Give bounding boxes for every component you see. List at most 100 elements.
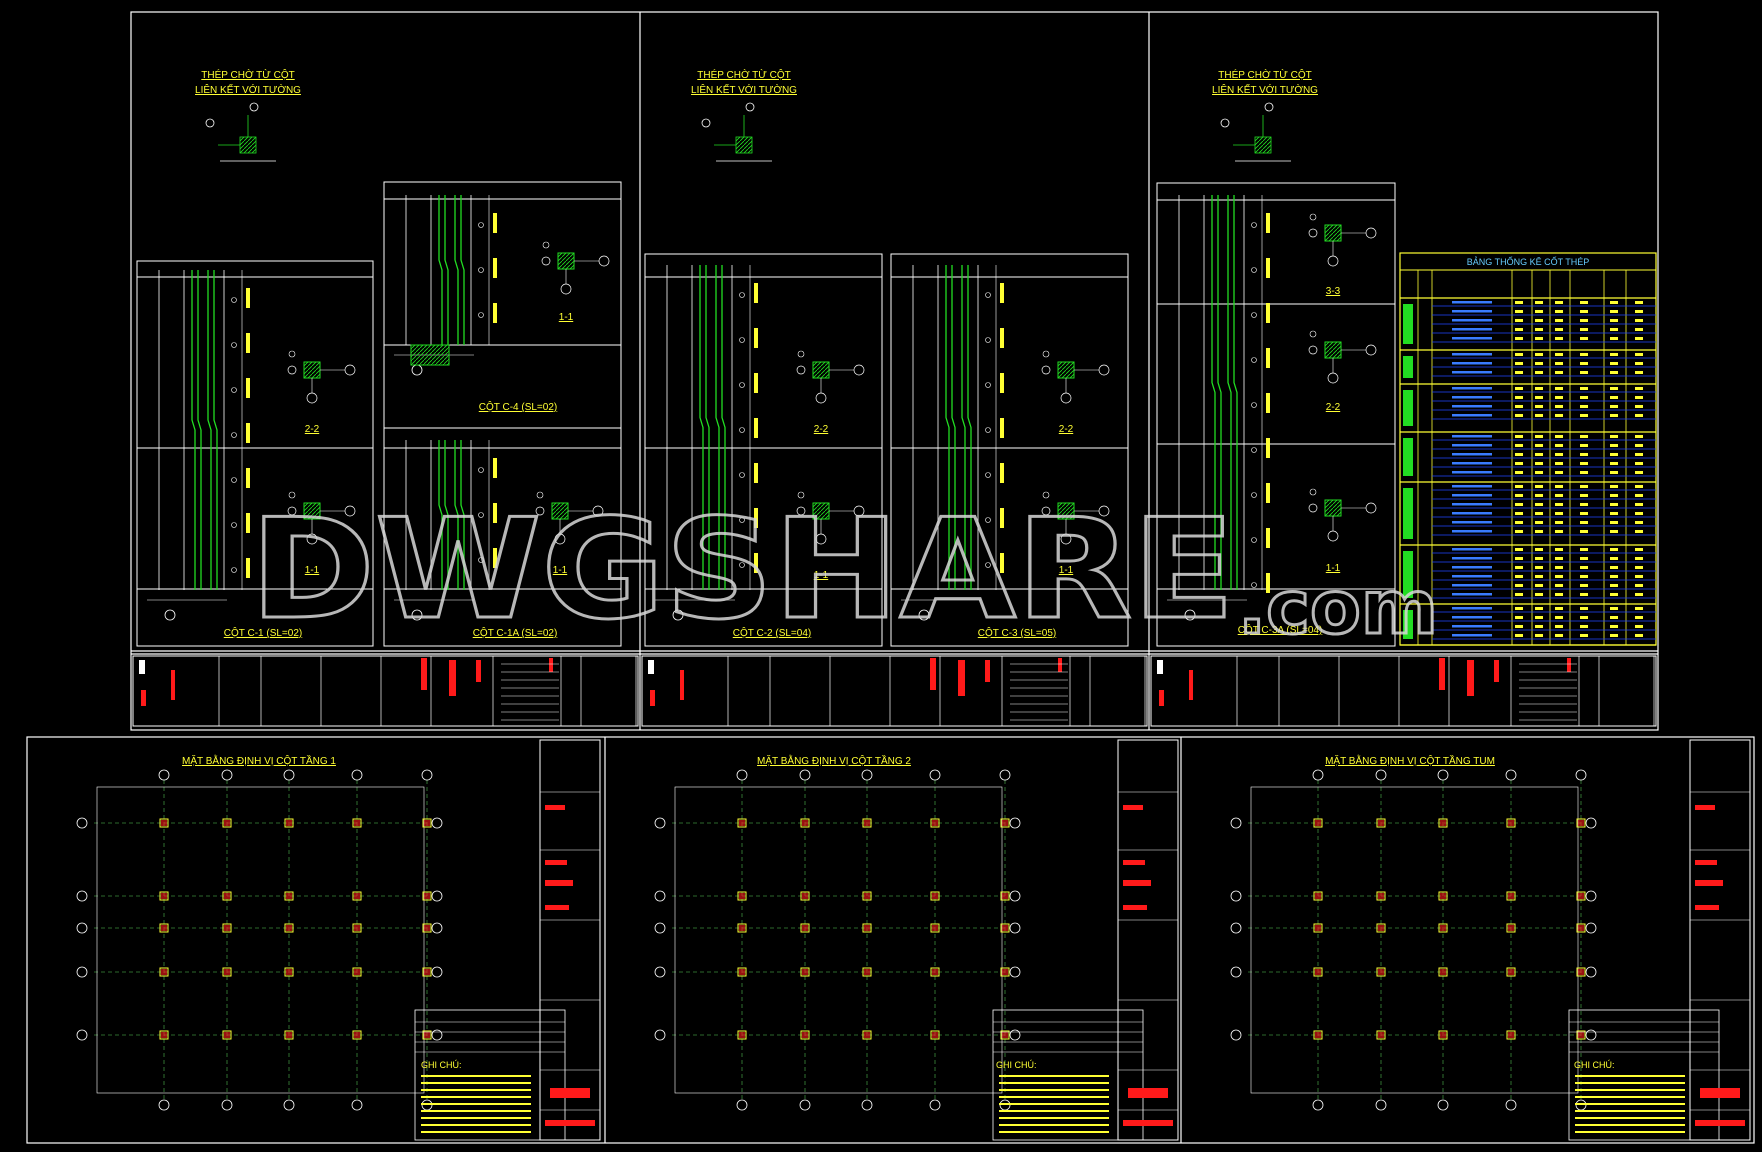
grid-bubble — [164, 609, 176, 621]
sheet3-header: THÉP CHỜ TỪ CỘT LIÊN KẾT VỚI TƯỜNG — [1212, 68, 1318, 96]
grid-bubble — [1505, 769, 1517, 781]
red-text-mark — [171, 670, 175, 700]
table-value — [1535, 371, 1543, 374]
table-value — [1635, 494, 1643, 497]
column-marker — [930, 1030, 940, 1040]
table-value — [1610, 557, 1618, 560]
shape-sketch — [1452, 512, 1492, 515]
column-marker — [1438, 1030, 1448, 1040]
sheet1-header: THÉP CHỜ TỪ CỘT LIÊN KẾT VỚI TƯỜNG — [195, 68, 301, 96]
column-fill — [354, 969, 360, 975]
dimension-tick — [739, 427, 745, 433]
group-label-block — [1403, 610, 1413, 639]
table-body — [1400, 269, 1656, 646]
section-bubble — [1327, 530, 1339, 542]
dimension-text-mark — [246, 468, 250, 488]
table-value — [1580, 503, 1588, 506]
column-marker — [737, 1030, 747, 1040]
shape-sketch — [1452, 530, 1492, 533]
floor-plan — [1230, 739, 1751, 1141]
column-marker — [737, 923, 747, 933]
dimension-text-mark — [246, 378, 250, 398]
dimension-frame — [1250, 786, 1579, 1094]
red-bar — [1058, 658, 1062, 672]
column-elevation — [901, 265, 1004, 621]
column-fill — [932, 893, 938, 899]
table-value — [1515, 405, 1523, 408]
column-marker — [737, 967, 747, 977]
table-value — [1635, 557, 1643, 560]
column-marker — [352, 923, 362, 933]
note-line — [421, 1124, 531, 1126]
title-block — [132, 655, 639, 727]
red-bar — [1494, 660, 1499, 682]
table-value — [1635, 328, 1643, 331]
bottom-sheets-frame — [26, 736, 1755, 1144]
table-value — [1580, 471, 1588, 474]
column-marker — [284, 967, 294, 977]
table-value — [1580, 607, 1588, 610]
dimension-tick — [1251, 402, 1257, 408]
table-value — [1535, 414, 1543, 417]
red-mark — [1695, 905, 1719, 910]
column-marker — [800, 923, 810, 933]
table-value — [1515, 453, 1523, 456]
section-body — [812, 361, 830, 379]
table-value — [1555, 462, 1563, 465]
section-label: 3-3 — [1326, 286, 1341, 297]
column-fill — [739, 925, 745, 931]
note-line — [999, 1117, 1109, 1119]
table-value — [1580, 575, 1588, 578]
table-value — [1580, 462, 1588, 465]
table-value — [1535, 530, 1543, 533]
table-value — [1610, 566, 1618, 569]
note-line — [421, 1096, 531, 1098]
table-value — [1610, 575, 1618, 578]
column-fill — [1578, 969, 1584, 975]
table-value — [1580, 566, 1588, 569]
column-marker — [159, 1030, 169, 1040]
column-titles: CỘT C-1 (SL=02) CỘT C-4 (SL=02) CỘT C-1A… — [224, 400, 1323, 639]
column-marker — [1000, 1030, 1010, 1040]
table-value — [1580, 362, 1588, 365]
section-label: 1-1 — [1326, 563, 1341, 574]
dimension-tick — [985, 382, 991, 388]
section-bubble — [287, 506, 297, 516]
column-section — [541, 241, 610, 295]
column-fill — [354, 820, 360, 826]
watermark: DWGSHARE .com — [249, 488, 1440, 653]
grid-bubble — [431, 817, 443, 829]
table-value — [1580, 414, 1588, 417]
grid-bubble — [421, 769, 433, 781]
header-line1: THÉP CHỜ TỪ CỘT — [697, 68, 790, 81]
table-value — [1515, 396, 1523, 399]
table-value — [1610, 387, 1618, 390]
column-fill — [161, 1032, 167, 1038]
logo-mark — [141, 690, 146, 706]
grid-bubble — [1585, 1029, 1597, 1041]
title-block-frame — [132, 655, 639, 727]
shape-sketch — [1452, 471, 1492, 474]
table-value — [1610, 521, 1618, 524]
rebar-line — [1227, 195, 1232, 590]
table-value — [1535, 607, 1543, 610]
column-fill — [224, 969, 230, 975]
column-fill — [864, 1032, 870, 1038]
section-bubble — [1042, 491, 1050, 499]
column-fill — [1002, 893, 1008, 899]
shape-sketch — [1452, 371, 1492, 374]
table-value — [1610, 634, 1618, 637]
grid-bubble — [158, 1099, 170, 1111]
dimension-text-mark — [1000, 553, 1004, 573]
column-marker — [1576, 818, 1586, 828]
section-body — [1324, 499, 1342, 517]
notes-box — [1568, 1009, 1720, 1141]
section-label: 2-2 — [814, 424, 829, 435]
column-marker — [1376, 967, 1386, 977]
section-body — [1057, 361, 1075, 379]
column-fill — [424, 820, 430, 826]
dimension-text-mark — [754, 418, 758, 438]
column-fill — [932, 925, 938, 931]
rebar-line — [1233, 195, 1238, 590]
shape-sketch — [1452, 593, 1492, 596]
